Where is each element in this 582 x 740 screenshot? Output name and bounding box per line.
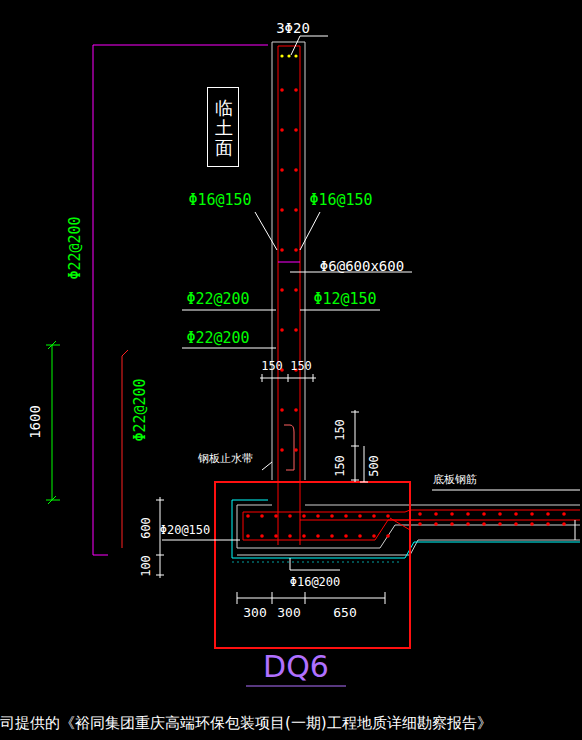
rebar-dot (418, 522, 422, 526)
rebar-dot (514, 512, 518, 516)
rebar-dot (260, 534, 264, 538)
rebar-dot (546, 512, 550, 516)
caption-text: 司提供的《裕同集团重庆高端环保包装项目(一期)工程地质详细勘察报告》 (0, 716, 492, 731)
rebar-dot (386, 514, 390, 518)
rebar-dot (482, 512, 486, 516)
rebar-dot (418, 512, 422, 516)
rebar-dot (450, 512, 454, 516)
side-note-box: 临土面 (207, 87, 239, 167)
rebar-dot (246, 534, 250, 538)
rebar-dot (280, 248, 284, 252)
dimension-text: 150 (261, 360, 283, 372)
rebar-dot (302, 514, 306, 518)
rebar-dot (372, 514, 376, 518)
rebar-dot (294, 88, 298, 92)
dimension-text: 150 (334, 455, 346, 477)
vertical-note: 临土面 (215, 98, 233, 157)
rebar-dot (294, 208, 298, 212)
rebar-callout: Φ22@200 (186, 331, 249, 346)
rebar-dot (344, 534, 348, 538)
rebar-dot (280, 128, 284, 132)
rebar-dot (562, 522, 566, 526)
rebar-dot (294, 128, 298, 132)
rebar-dot (466, 512, 470, 516)
drawing-label: DQ6 (263, 652, 329, 682)
rebar-dot (280, 288, 284, 292)
rebar-dot (260, 514, 264, 518)
rebar-dot (530, 522, 534, 526)
rebar-dot (302, 534, 306, 538)
dimension-text: 100 (140, 555, 152, 577)
rebar-dot (294, 288, 298, 292)
dimension-text: 650 (333, 606, 356, 619)
rebar-dot (280, 448, 284, 452)
dimension-text: Φ6@600x600 (320, 259, 404, 273)
rebar-dot (274, 514, 278, 518)
rebar-dot (280, 328, 284, 332)
rebar-callout: Φ22@200 (186, 292, 249, 307)
rebar-callout: Φ22@200 (68, 216, 83, 279)
rebar-dot (294, 408, 298, 412)
dimension-text: 500 (368, 455, 380, 477)
dimension-text: 150 (290, 360, 312, 372)
dimension-text: Φ20@150 (160, 524, 211, 536)
rebar-dot (294, 328, 298, 332)
rebar-dot (330, 534, 334, 538)
rebar-dot (280, 168, 284, 172)
rebar-dot (434, 522, 438, 526)
rebar-dot (372, 534, 376, 538)
rebar-callout: Φ16@150 (309, 193, 372, 208)
rebar-dot (280, 208, 284, 212)
rebar-dot (274, 534, 278, 538)
rebar-dot (344, 514, 348, 518)
rebar-dot (294, 448, 298, 452)
rebar-dot (288, 514, 292, 518)
dimension-text: 底板钢筋 (433, 474, 477, 485)
rebar-dot (316, 514, 320, 518)
dimension-text: 300 (243, 606, 266, 619)
rebar-callout: Φ12@150 (313, 292, 376, 307)
rebar-dot (358, 514, 362, 518)
rebar-dot (330, 514, 334, 518)
rebar-dot (280, 88, 284, 92)
rebar-dot (450, 522, 454, 526)
dimension-text: 600 (140, 517, 152, 539)
rebar-dot (498, 522, 502, 526)
rebar-callout: Φ22@200 (133, 378, 148, 441)
rebar-dot (386, 534, 390, 538)
rebar-dot (288, 534, 292, 538)
dimension-text: Φ16@200 (290, 576, 341, 588)
rebar-dot (294, 168, 298, 172)
dimension-text: 1600 (28, 405, 42, 439)
rebar-dot (294, 248, 298, 252)
rebar-dot (246, 514, 250, 518)
rebar-dot (562, 512, 566, 516)
rebar-dot (466, 522, 470, 526)
rebar-dot (434, 512, 438, 516)
rebar-dot (530, 512, 534, 516)
dimension-text: 150 (334, 419, 346, 441)
rebar-dot (514, 522, 518, 526)
rebar-dot (498, 512, 502, 516)
rebar-dot (316, 534, 320, 538)
rebar-dot (546, 522, 550, 526)
rebar-dot (482, 522, 486, 526)
dimension-text: 钢板止水带 (198, 453, 253, 464)
dimension-text: 3Φ20 (276, 21, 310, 35)
rebar-callout: Φ16@150 (188, 193, 251, 208)
rebar-dot (358, 534, 362, 538)
rebar-dot (280, 408, 284, 412)
dimension-text: 300 (277, 606, 300, 619)
